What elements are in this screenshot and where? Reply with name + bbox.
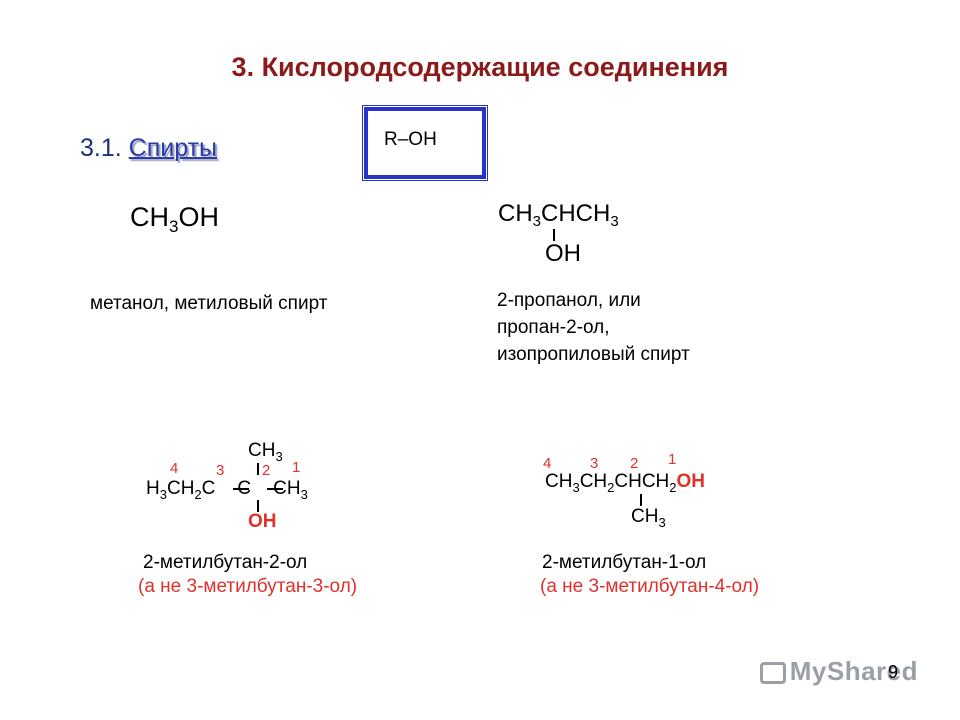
mb1-note: (а не 3-метилбутан-4-ол) bbox=[540, 576, 760, 597]
carbon-number: 2 bbox=[630, 455, 639, 472]
mb2-bond-top bbox=[257, 463, 259, 475]
mb1-chain: CH3CH2CHCH2OH bbox=[545, 471, 705, 495]
slide-title: 3. Кислородсодержащие соединения bbox=[231, 52, 729, 82]
projector-icon bbox=[759, 662, 786, 684]
carbon-number: 4 bbox=[170, 460, 179, 477]
general-formula-box: R–OH bbox=[362, 105, 488, 181]
mb1-bond bbox=[640, 494, 642, 506]
section-link-alcohols[interactable]: Спирты bbox=[128, 134, 217, 162]
page-number: 9 bbox=[888, 662, 899, 682]
section-number: 3.1. bbox=[80, 134, 122, 162]
general-formula: R–OH bbox=[384, 129, 437, 150]
carbon-number: 1 bbox=[292, 459, 301, 476]
carbon-number: 2 bbox=[262, 462, 271, 479]
methanol-formula: CH3OH bbox=[130, 202, 219, 236]
mb1-branch: CH3 bbox=[631, 506, 666, 530]
propanol-formula: CH3CHCH3 bbox=[498, 200, 619, 230]
carbon-number: 3 bbox=[590, 455, 599, 472]
mb2-top-group: CH3 bbox=[248, 440, 283, 464]
propanol-oh: OH bbox=[545, 240, 581, 267]
mb2-oh: OH bbox=[248, 511, 277, 532]
mb2-bond-bottom bbox=[257, 500, 259, 512]
mb1-oh: OH bbox=[676, 471, 706, 492]
carbon-number: 1 bbox=[668, 451, 677, 468]
mb2-bond-right bbox=[267, 488, 283, 490]
mb2-note: (а не 3-метилбутан-3-ол) bbox=[138, 576, 358, 597]
carbon-number: 3 bbox=[216, 462, 225, 479]
watermark: MyShared bbox=[759, 656, 918, 687]
methanol-name: метанол, метиловый спирт bbox=[90, 293, 328, 314]
propanol-name: 2-пропанол, или пропан-2-ол, изопропилов… bbox=[497, 290, 690, 365]
propanol-bond bbox=[553, 229, 555, 241]
mb2-name: 2-метилбутан-2-ол bbox=[143, 552, 308, 573]
mb2-bond-left bbox=[233, 488, 249, 490]
carbon-number: 4 bbox=[543, 455, 552, 472]
section-heading: 3.1. Спирты bbox=[80, 134, 217, 163]
mb1-name: 2-метилбутан-1-ол bbox=[542, 552, 707, 573]
